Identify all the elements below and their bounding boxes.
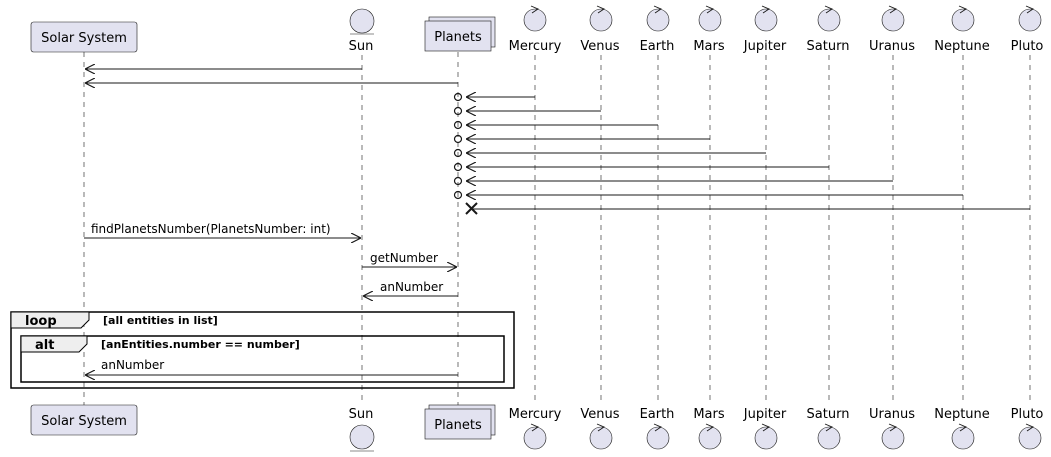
participant-mars-bottom: Mars — [693, 407, 725, 450]
circle-endpoint — [453, 92, 463, 102]
participant-saturn-bottom: Saturn — [807, 407, 850, 450]
participant-label: Saturn — [807, 39, 850, 54]
participant-saturn-top: Saturn — [807, 5, 850, 54]
control-icon — [646, 426, 670, 450]
control-icon — [523, 426, 547, 450]
alt-fragment: alt [anEntities.number == number] — [20, 335, 505, 383]
participant-label: Pluto — [1011, 39, 1044, 54]
participant-jupiter-bottom: Jupiter — [743, 407, 787, 450]
participant-label: Venus — [580, 407, 619, 422]
fragment-condition: [anEntities.number == number] — [101, 338, 300, 351]
fragment-condition: [all entities in list] — [103, 314, 218, 327]
participant-earth-bottom: Earth — [640, 407, 675, 450]
circle-endpoint — [453, 148, 463, 158]
fragment-keyword: loop — [25, 314, 57, 329]
participant-neptune-bottom: Neptune — [934, 407, 990, 450]
participant-label: Neptune — [934, 39, 990, 54]
circle-endpoint — [453, 120, 463, 130]
message-label: getNumber — [370, 251, 438, 265]
message-label: anNumber — [101, 358, 164, 372]
participant-planets-bottom: Planets — [424, 404, 496, 440]
participant-label: Sun — [349, 407, 374, 422]
control-icon — [754, 8, 778, 32]
participant-label: Solar System — [41, 414, 127, 429]
participant-label: Uranus — [869, 407, 915, 422]
participant-label: Jupiter — [743, 407, 787, 422]
control-icon — [1018, 426, 1042, 450]
messages — [84, 69, 1030, 375]
participant-uranus-top: Uranus — [869, 5, 915, 54]
control-icon — [881, 426, 905, 450]
participant-planets-top: Planets — [424, 16, 496, 52]
participant-mars-top: Mars — [693, 5, 725, 54]
participant-label: Sun — [349, 39, 374, 54]
control-icon — [589, 426, 613, 450]
participant-neptune-top: Neptune — [934, 5, 990, 54]
participant-label: Pluto — [1011, 407, 1044, 422]
message-label: anNumber — [380, 280, 443, 294]
participant-label: Solar System — [41, 31, 127, 46]
participant-uranus-bottom: Uranus — [869, 407, 915, 450]
participant-label: Mercury — [509, 39, 562, 54]
participant-pluto-top: Pluto — [1011, 5, 1044, 54]
participant-mercury-bottom: Mercury — [509, 407, 562, 450]
participant-label: Earth — [640, 407, 675, 422]
destroy-icon — [465, 202, 478, 215]
control-icon — [523, 8, 547, 32]
participant-solar-system-top: Solar System — [30, 21, 138, 53]
fragment-tab — [10, 311, 90, 329]
participant-label: Planets — [434, 30, 482, 45]
participant-earth-top: Earth — [640, 5, 675, 54]
participant-label: Mercury — [509, 407, 562, 422]
participant-sun-top: Sun — [349, 8, 375, 54]
entity-icon — [349, 424, 375, 450]
loop-fragment: loop [all entities in list] — [10, 311, 515, 389]
control-icon — [881, 8, 905, 32]
circle-endpoint — [453, 106, 463, 116]
control-icon — [698, 426, 722, 450]
participant-jupiter-top: Jupiter — [743, 5, 787, 54]
control-icon — [589, 8, 613, 32]
circle-endpoint — [453, 134, 463, 144]
lifelines — [83, 52, 1031, 405]
control-icon — [698, 8, 722, 32]
control-icon — [951, 8, 975, 32]
entity-icon — [349, 8, 375, 34]
participant-label: Jupiter — [743, 39, 787, 54]
participant-label: Venus — [580, 39, 619, 54]
fragment-keyword: alt — [35, 338, 54, 353]
participant-label: Mars — [693, 407, 725, 422]
participant-venus-bottom: Venus — [580, 407, 620, 450]
participant-pluto-bottom: Pluto — [1011, 407, 1044, 450]
control-icon — [754, 426, 778, 450]
control-icon — [817, 426, 841, 450]
participant-mercury-top: Mercury — [509, 5, 562, 54]
control-icon — [646, 8, 670, 32]
participant-label: Planets — [434, 418, 482, 433]
circle-endpoint — [453, 162, 463, 172]
participant-venus-top: Venus — [580, 5, 620, 54]
fragment-tab — [20, 335, 88, 353]
control-icon — [817, 8, 841, 32]
circle-endpoint — [453, 176, 463, 186]
participant-label: Saturn — [807, 407, 850, 422]
participant-sun-bottom: Sun — [349, 407, 375, 452]
participant-label: Uranus — [869, 39, 915, 54]
participant-solar-system-bottom: Solar System — [30, 404, 138, 436]
participant-label: Earth — [640, 39, 675, 54]
control-icon — [1018, 8, 1042, 32]
circle-endpoint — [453, 190, 463, 200]
participant-label: Mars — [693, 39, 725, 54]
message-label: findPlanetsNumber(PlanetsNumber: int) — [91, 222, 331, 236]
control-icon — [951, 426, 975, 450]
participant-label: Neptune — [934, 407, 990, 422]
